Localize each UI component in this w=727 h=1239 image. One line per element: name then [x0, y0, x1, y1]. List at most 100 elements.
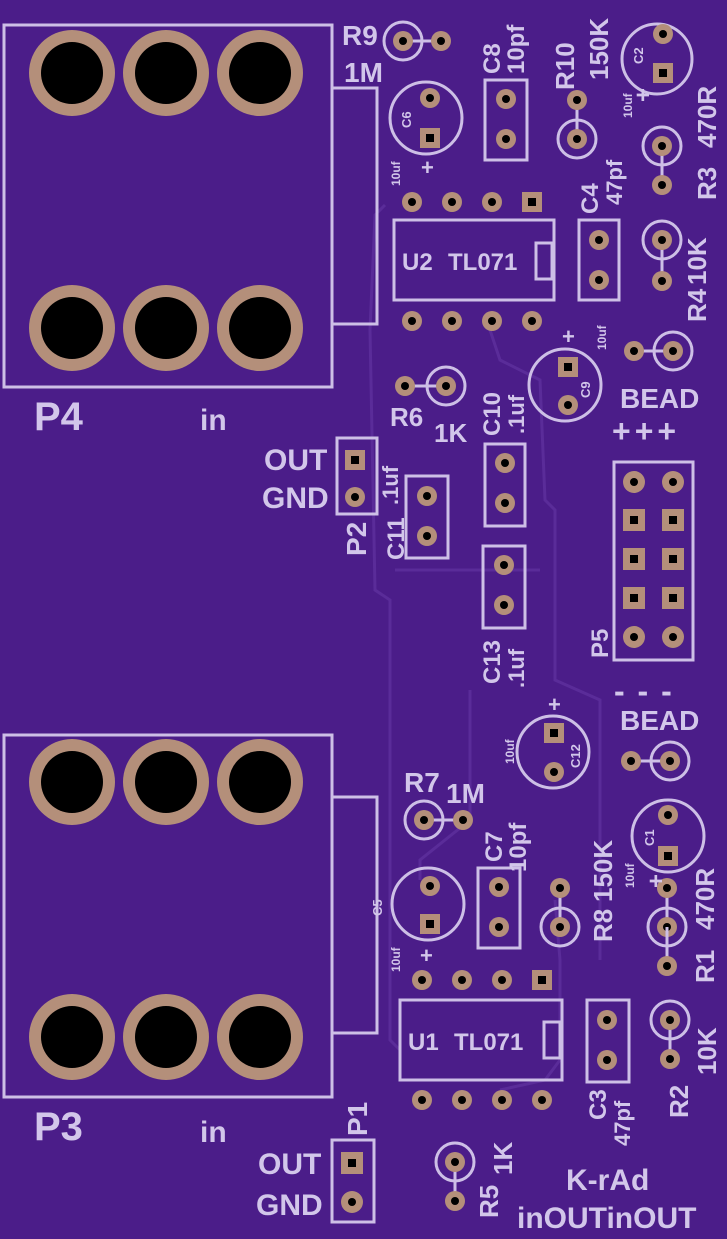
c7-value: 10pf — [505, 822, 532, 872]
c10-ref: C10 — [479, 392, 506, 436]
r6-ref: R6 — [390, 402, 423, 432]
p1-out-label: OUT — [258, 1148, 321, 1181]
r5-ref: R5 — [474, 1185, 504, 1218]
p1-gnd-label: GND — [256, 1189, 323, 1222]
bead-top: BEAD +++ — [612, 330, 699, 449]
c8-value: 10pf — [503, 24, 530, 74]
c1-value: 10uf — [623, 862, 637, 888]
r9-resistor: R9 1M — [342, 20, 451, 88]
r6-value: 1K — [434, 418, 467, 448]
c9-capacitor: C9 10uf + — [527, 324, 609, 423]
r10-value: 150K — [584, 18, 614, 80]
u1-part: TL071 — [454, 1029, 523, 1056]
c13-ref: C13 — [479, 640, 506, 684]
c7-ref: C7 — [481, 831, 508, 862]
p3-label: in — [200, 1116, 227, 1149]
board-title: K-rAd — [566, 1164, 649, 1197]
r6-resistor: R6 1K — [390, 365, 467, 448]
c10-capacitor: C10 .1uf — [479, 392, 529, 528]
c9-polarity: + — [562, 324, 575, 349]
r8-value: 150K — [588, 840, 618, 902]
p2-header: OUT GND P2 — [262, 436, 379, 556]
board-subtitle: inOUTinOUT — [517, 1202, 696, 1235]
p1-header: OUT GND P1 — [256, 1102, 376, 1224]
r10-resistor: R10 150K — [550, 18, 614, 160]
r10-ref: R10 — [550, 42, 580, 90]
p1-ref: P1 — [342, 1102, 373, 1136]
bead-top-marks: +++ — [612, 413, 680, 449]
c5-capacitor: C5 10uf + — [370, 866, 466, 972]
c12-polarity: + — [548, 692, 561, 717]
r9-value: 1M — [344, 57, 383, 88]
c5-value: 10uf — [389, 946, 403, 972]
p3-pads — [29, 739, 303, 1080]
c3-ref: C3 — [585, 1089, 612, 1120]
c3-capacitor: C3 47pf — [585, 998, 635, 1146]
r2-value: 10K — [692, 1027, 722, 1075]
p3-terminal-block: P3 in — [2, 733, 379, 1149]
p2-out-label: OUT — [264, 444, 327, 477]
traces — [368, 203, 602, 1092]
c2-ref: C2 — [631, 47, 646, 64]
c13-value: .1uf — [504, 648, 529, 688]
r3-resistor: R3 470R — [641, 86, 722, 200]
bead-bottom-label: BEAD — [620, 705, 699, 736]
c4-capacitor: C4 47pf — [577, 159, 627, 302]
r9-ref: R9 — [342, 20, 378, 51]
u2-part: TL071 — [448, 249, 517, 276]
c10-value: .1uf — [504, 394, 529, 434]
r4-resistor: R4 10K — [641, 219, 712, 322]
c2-polarity: + — [630, 88, 657, 102]
r7-ref: R7 — [404, 767, 440, 798]
p2-ref: P2 — [341, 522, 372, 556]
bead-bottom-marks: - - - — [614, 673, 674, 709]
r7-value: 1M — [446, 778, 485, 809]
c4-ref: C4 — [577, 183, 604, 214]
p4-pads — [29, 30, 303, 371]
r1-resistor: R1 470R — [646, 868, 720, 983]
c6-value: 10uf — [389, 160, 403, 186]
u1-ref: U1 — [408, 1029, 439, 1056]
p5-header: P5 — [587, 460, 695, 662]
c4-value: 47pf — [602, 159, 627, 205]
r7-resistor: R7 1M — [403, 767, 485, 841]
c9-ref: C9 — [578, 381, 593, 398]
c11-value: .1uf — [378, 465, 403, 505]
r1-value: 470R — [690, 868, 720, 930]
c12-capacitor: C12 10uf + — [503, 692, 591, 790]
c8-capacitor: C8 10pf — [479, 24, 530, 162]
r4-ref: R4 — [682, 288, 712, 322]
u2-ref: U2 — [402, 249, 433, 276]
r2-ref: R2 — [664, 1085, 694, 1118]
r1-ref: R1 — [690, 950, 720, 983]
c9-value: 10uf — [595, 324, 609, 350]
c2-capacitor: C2 10uf + — [620, 22, 694, 118]
u1-ic: U1 TL071 — [398, 970, 564, 1110]
r5-resistor: R5 1K — [434, 1141, 518, 1218]
c8-ref: C8 — [479, 43, 506, 74]
p4-terminal-block: P4 in — [2, 23, 379, 439]
r3-value: 470R — [692, 86, 722, 148]
c1-ref: C1 — [642, 829, 657, 846]
c12-ref: C12 — [568, 744, 583, 768]
r8-resistor: R8 150K — [539, 840, 618, 948]
bead-bottom: - - - BEAD — [614, 673, 699, 782]
c1-capacitor: C1 10uf + — [623, 798, 706, 888]
c11-capacitor: C11 .1uf — [378, 465, 450, 560]
c12-value: 10uf — [503, 738, 517, 764]
p5-ref: P5 — [587, 629, 614, 658]
r4-value: 10K — [682, 237, 712, 285]
r2-resistor: R2 10K — [649, 999, 722, 1118]
p2-gnd-label: GND — [262, 482, 329, 515]
c1-polarity: + — [643, 874, 670, 888]
c6-capacitor: C6 10uf + — [388, 80, 464, 186]
c11-ref: C11 — [383, 517, 410, 560]
c13-capacitor: C13 .1uf — [479, 544, 529, 688]
c7-capacitor: C7 10pf — [476, 822, 532, 950]
c5-ref: C5 — [370, 899, 385, 916]
c6-ref: C6 — [399, 111, 414, 128]
r5-value: 1K — [488, 1142, 518, 1175]
r8-ref: R8 — [588, 909, 618, 942]
